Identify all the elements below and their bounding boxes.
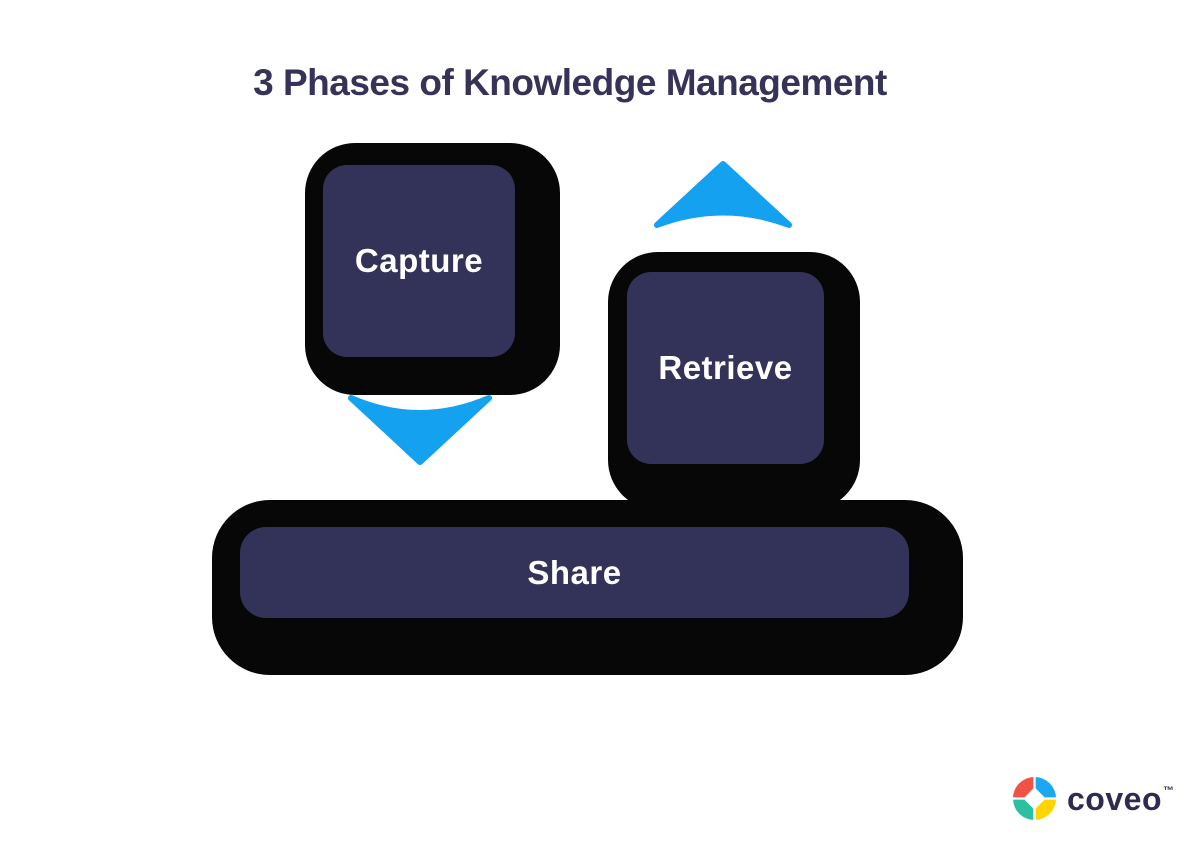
retrieve-key: Retrieve bbox=[608, 252, 860, 510]
capture-key: Capture bbox=[305, 143, 560, 395]
capture-key-label: Capture bbox=[323, 165, 515, 357]
coveo-wordmark: coveo™ bbox=[1067, 783, 1174, 815]
trademark-symbol: ™ bbox=[1162, 784, 1175, 797]
retrieve-key-label: Retrieve bbox=[627, 272, 824, 464]
coveo-wordmark-text: coveo bbox=[1067, 780, 1162, 817]
coveo-logo: coveo™ bbox=[1011, 775, 1174, 822]
coveo-logo-icon bbox=[1011, 775, 1058, 822]
arrow-down-icon bbox=[348, 395, 492, 465]
share-key-label: Share bbox=[240, 527, 909, 618]
arrow-up-icon bbox=[654, 161, 792, 228]
page-title: 3 Phases of Knowledge Management bbox=[253, 62, 887, 103]
share-key: Share bbox=[212, 500, 963, 675]
